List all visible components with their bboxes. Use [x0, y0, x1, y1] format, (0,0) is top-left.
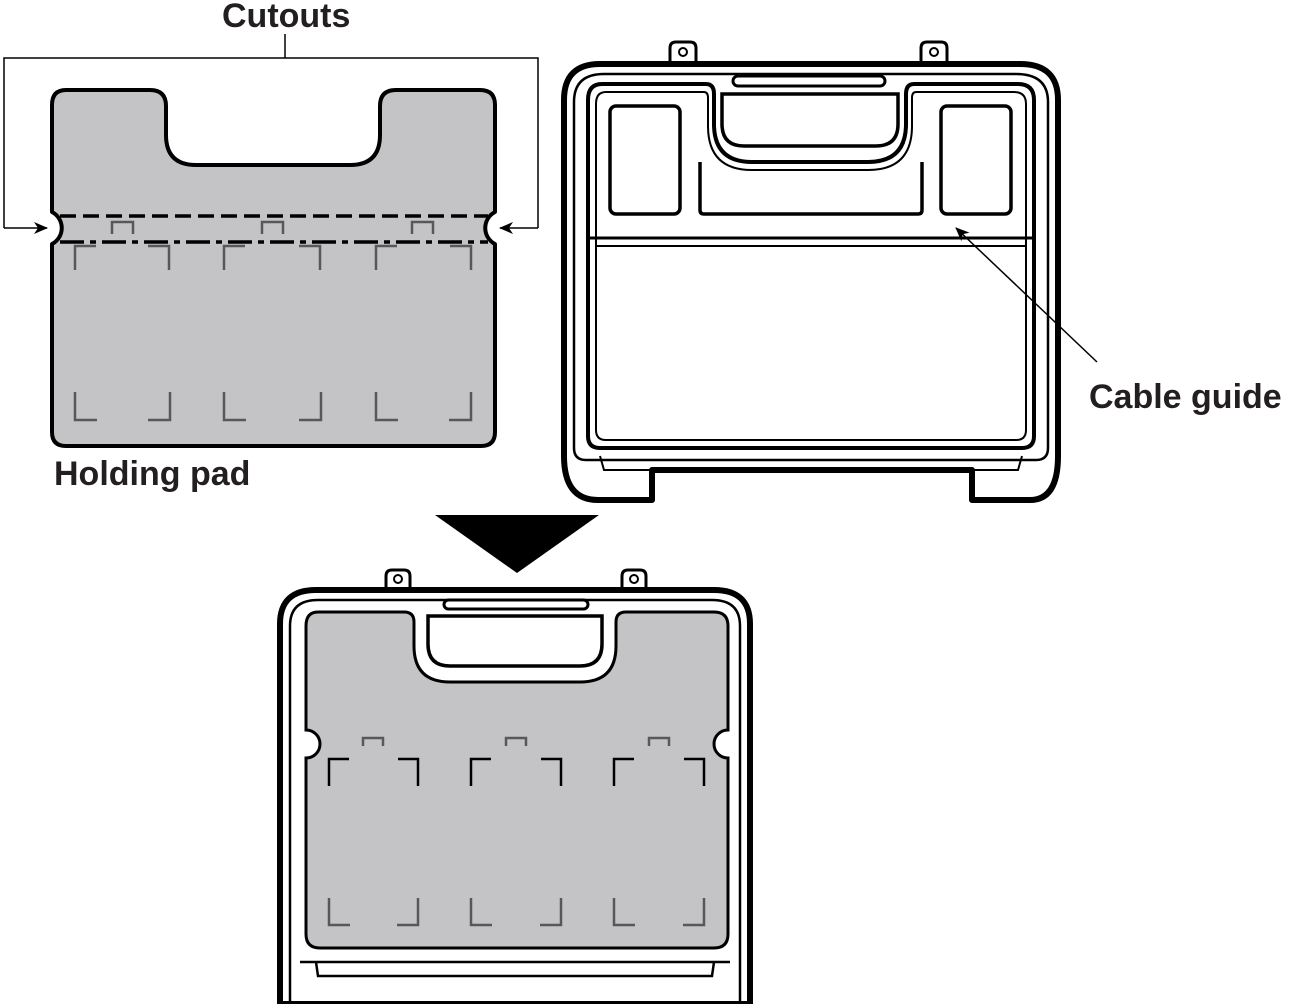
handle-grip	[731, 74, 887, 88]
holding-pad-installed	[304, 610, 730, 950]
down-arrow	[435, 515, 599, 573]
pad-lower-guides	[73, 392, 473, 422]
cable-guide-label: Cable guide	[1089, 378, 1282, 416]
pad-tab-marks	[110, 220, 435, 234]
case-handle-bottom	[426, 614, 604, 668]
case-handle	[720, 92, 900, 148]
installed-pad-tabs	[361, 736, 671, 746]
compartment-center	[698, 162, 924, 216]
case-bottom-rim	[300, 960, 730, 978]
case-empty	[561, 40, 1061, 503]
pad-upper-guides	[73, 244, 473, 270]
holding-pad	[50, 88, 497, 448]
installed-pad-lower-guides	[327, 898, 706, 927]
case-interior	[586, 82, 1036, 450]
holding-pad-label: Holding pad	[54, 455, 250, 493]
holding-pad-figure	[50, 88, 497, 448]
cutouts-callout	[3, 34, 539, 234]
cable-guide-pointer	[955, 227, 1098, 363]
cutouts-label: Cutouts	[222, 0, 350, 35]
cutouts-bracket	[3, 57, 539, 228]
case-shell	[561, 61, 1061, 503]
case-with-pad	[277, 568, 753, 1004]
compartment-left	[608, 104, 682, 216]
installed-pad-upper-guides	[327, 757, 706, 786]
compartment-right	[939, 104, 1013, 216]
